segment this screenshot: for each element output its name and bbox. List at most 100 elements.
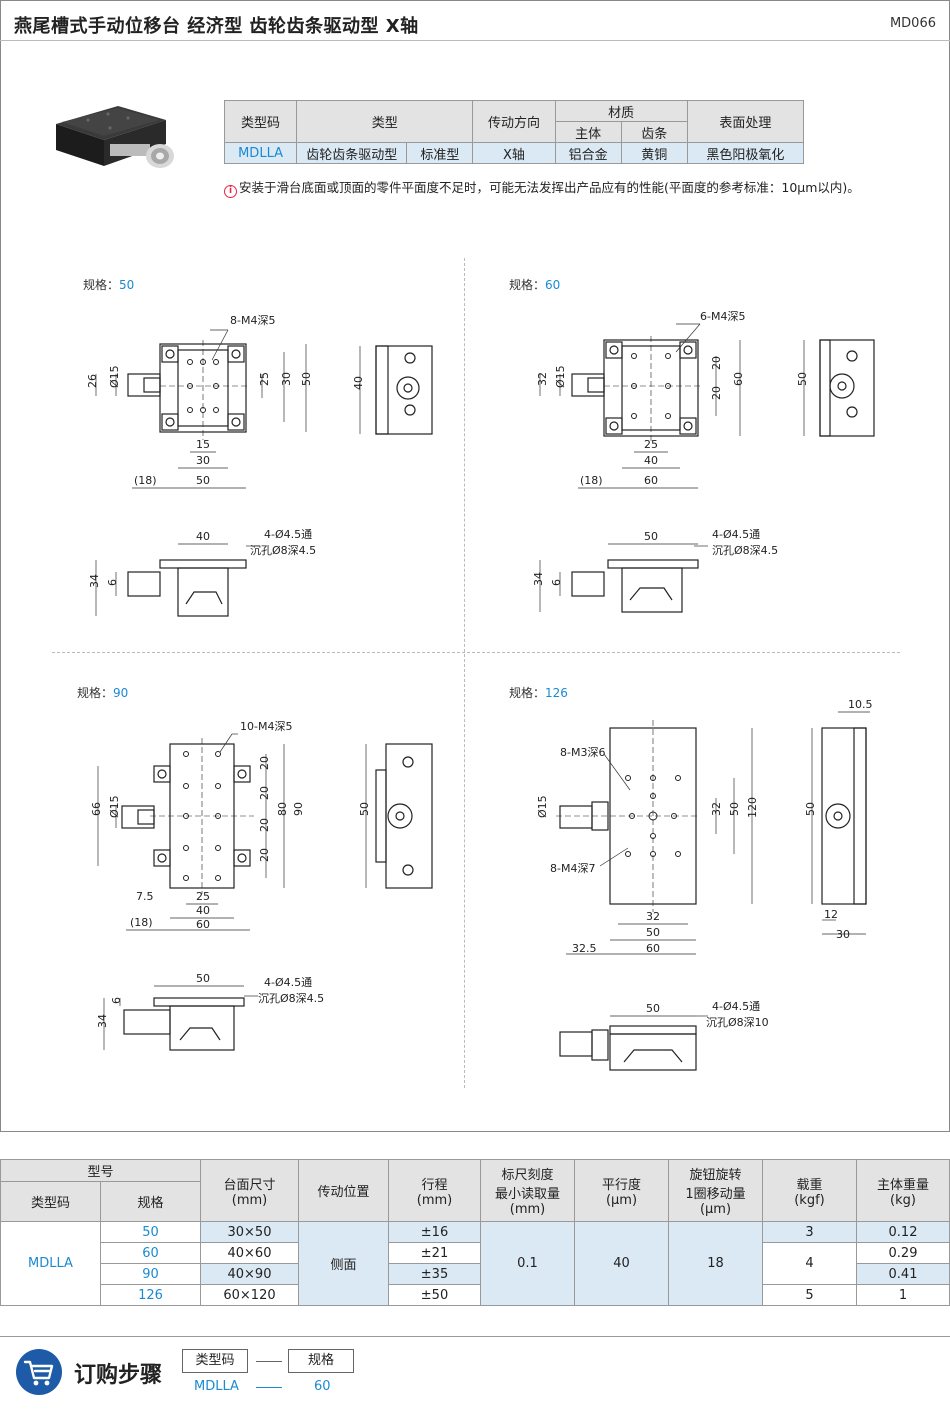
td-type-code: MDLLA [0,1221,101,1306]
dim-90-thru: 4-Ø4.5通 [264,976,312,989]
product-code: MD066 [889,16,936,31]
cell-direction: X轴 [472,142,556,164]
header-type: 类型 [296,100,474,143]
dim-50-knob: Ø15 [108,365,121,388]
dim-90-40: 40 [196,904,210,917]
dim-90-60: 60 [196,918,210,931]
dim-126-knob: Ø15 [536,795,549,818]
td-load-3: 5 [762,1284,857,1306]
dim-126-32h: 32 [646,910,660,923]
dim-60-40: 40 [644,454,658,467]
dim-90-cbore: 沉孔Ø8深4.5 [258,992,324,1005]
spec-50-prefix: 规格： [83,278,120,292]
dim-126-60h: 60 [646,942,660,955]
order-title: 订购步骤 [74,1363,163,1388]
td-stroke-2: ±35 [388,1263,481,1285]
dim-50-25: 25 [258,372,271,386]
dim-126-cbore: 沉孔Ø8深10 [706,1016,769,1029]
header-rack: 齿条 [620,121,688,143]
dim-126-120: 120 [746,797,759,818]
dim-60-20b: 20 [710,386,723,400]
info-icon: i [224,185,237,198]
header-body: 主体 [554,121,622,143]
dim-90-20a: 20 [258,756,271,770]
page-title: 燕尾槽式手动位移台 经济型 齿轮齿条驱动型 X轴 [14,16,419,37]
dim-60-50front: 50 [644,530,658,543]
order-value-spec: 60 [314,1379,331,1394]
td-spec-1: 60 [100,1242,201,1264]
spec-90-prefix: 规格： [77,686,114,700]
th-spec: 规格 [100,1181,201,1222]
dim-50-cbore: 沉孔Ø8深4.5 [250,544,316,557]
th-parallel: 平行度 (μm) [574,1159,669,1222]
technical-drawings: 8-M4深5 26 Ø15 25 30 50 15 30 (18) 50 40 … [86,310,875,1071]
td-weight-0: 0.12 [856,1221,950,1243]
dim-90-34: 34 [96,1014,109,1028]
th-type-code: 类型码 [0,1181,101,1222]
header-surface: 表面处理 [686,100,805,143]
td-knob: 18 [668,1221,763,1306]
spec-60-prefix: 规格： [509,278,546,292]
td-stroke-1: ±21 [388,1242,481,1264]
spec-126-prefix: 规格： [509,686,546,700]
order-value-connector [256,1387,282,1388]
dim-50-30: 30 [280,372,293,386]
header-direction: 传动方向 [472,100,556,143]
cell-type-code: MDLLA [223,142,298,164]
dim-126-32v: 32 [710,802,723,816]
dim-90-50front: 50 [196,972,210,985]
dim-60-knob: Ø15 [554,365,567,388]
spec-table: 类型码 类型 传动方向 材质 表面处理 主体 齿条 MDLLA 齿轮齿条驱动型 … [223,100,805,164]
dim-60-60h: 60 [644,474,658,487]
dim-50-18: (18) [134,474,157,487]
dim-126-thru: 4-Ø4.5通 [712,1000,760,1013]
dim-60-34: 34 [532,572,545,586]
dim-60-18: (18) [580,474,603,487]
dim-60-25: 25 [644,438,658,451]
cell-subtype: 标准型 [406,142,474,164]
dim-126-12: 12 [824,908,838,921]
dim-50-50v: 50 [300,372,313,386]
dim-50-6: 6 [106,579,119,586]
td-scale: 0.1 [480,1221,575,1306]
dim-126-50front: 50 [646,1002,660,1015]
header-type-code: 类型码 [223,100,298,143]
dim-90-66: 66 [90,802,103,816]
horizontal-divider [52,652,900,653]
td-stroke-3: ±50 [388,1284,481,1306]
cell-surface: 黑色阳极氧化 [686,142,805,164]
td-parallel: 40 [574,1221,669,1306]
th-weight: 主体重量 (kg) [856,1159,950,1222]
dim-90-7-5: 7.5 [136,890,154,903]
dim-90-20c: 20 [258,818,271,832]
spec-label-60: 规格：60 [509,276,560,293]
dim-126-32-5: 32.5 [572,942,597,955]
td-load-0: 3 [762,1221,857,1243]
td-weight-2: 0.41 [856,1263,950,1285]
dim-90-knob: Ø15 [108,795,121,818]
dim-126-30: 30 [836,928,850,941]
dim-126-m4: 8-M4深7 [550,862,595,875]
spec-90-value: 90 [113,686,129,700]
dim-90-holes: 10-M4深5 [240,720,292,733]
order-box-type-code: 类型码 [182,1349,248,1373]
dim-60-20a: 20 [710,356,723,370]
dim-90-18: (18) [130,916,153,929]
dim-60-thru: 4-Ø4.5通 [712,528,760,541]
cell-rack: 黄铜 [620,142,688,164]
dim-90-6: 6 [110,997,123,1004]
spec-60-value: 60 [545,278,561,292]
dim-60-32: 32 [536,372,549,386]
order-box-spec: 规格 [288,1349,354,1373]
product-photo [56,106,174,168]
dim-50-30h: 30 [196,454,210,467]
th-stroke: 行程 (mm) [388,1159,481,1222]
vertical-divider [464,258,465,1088]
dim-60-cbore: 沉孔Ø8深4.5 [712,544,778,557]
dim-60-side: 50 [796,372,809,386]
dim-126-50h: 50 [646,926,660,939]
spec-50-value: 50 [119,278,135,292]
model-table: 型号 台面尺寸 (mm) 传动位置 行程 (mm) 标尺刻度 最小读取量 (mm… [0,1159,950,1306]
dim-60-holes: 6-M4深5 [700,310,745,323]
td-spec-3: 126 [100,1284,201,1306]
